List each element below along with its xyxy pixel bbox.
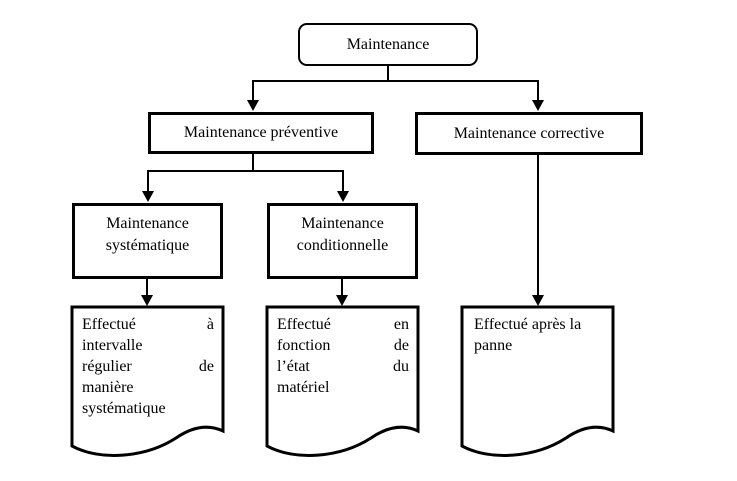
node-conditional-label: Maintenance conditionnelle [296,215,389,254]
document-shape-conditional [265,305,420,457]
document-line: systématique [82,398,214,419]
document-line: panne [474,335,604,356]
node-systematic-label: Maintenance systématique [105,215,190,254]
document-line: Effectué après la [474,314,604,335]
doc-word: à [206,316,214,333]
document-line: matériel [277,377,409,398]
doc-word: Effectué après la [474,316,582,333]
document-line: Effectué à [82,314,214,335]
node-corrective-label: Maintenance corrective [453,124,605,142]
doc-word: de [198,358,214,375]
doc-word: fonction [277,337,331,354]
node-maintenance-corrective: Maintenance corrective [415,112,643,155]
document-line: manière [82,377,214,398]
doc-word: systématique [82,400,166,417]
node-maintenance-label: Maintenance [346,35,430,53]
doc-word: régulier [82,358,132,375]
arrowhead-corrective [532,100,544,111]
document-text-conditional: Effectué en fonction de l’état du matéri… [277,314,409,398]
arrowhead-conditional-doc [336,295,348,306]
node-maintenance-preventive: Maintenance préventive [148,112,374,154]
doc-word: Effectué [277,316,331,333]
doc-word: Effectué [82,316,136,333]
doc-word: intervalle [82,337,143,354]
document-line: intervalle [82,335,214,356]
arrowhead-conditional [337,191,349,202]
doc-word: matériel [277,379,330,396]
document-text-corrective: Effectué après la panne [474,314,604,356]
node-maintenance-systematique: Maintenance systématique [72,203,223,279]
document-line: Effectué en [277,314,409,335]
arrowhead-systematic-doc [141,295,153,306]
node-maintenance: Maintenance [298,23,478,66]
arrowhead-corrective-doc [532,295,544,306]
node-preventive-label: Maintenance préventive [183,124,339,141]
document-line: fonction de [277,335,409,356]
doc-word: de [393,337,409,354]
doc-word: du [393,358,409,375]
arrowhead-preventive [247,100,259,111]
doc-word: panne [474,337,513,354]
document-shape-corrective [460,305,615,457]
doc-word: en [393,316,409,333]
doc-word: l’état [277,358,310,375]
arrowhead-systematic [142,191,154,202]
node-maintenance-conditionnelle: Maintenance conditionnelle [267,203,418,279]
document-text-systematic: Effectué à intervalle régulier de manièr… [82,314,214,419]
document-shape-systematic [70,305,225,457]
document-line: l’état du [277,356,409,377]
doc-word: manière [82,379,134,396]
document-line: régulier de [82,356,214,377]
